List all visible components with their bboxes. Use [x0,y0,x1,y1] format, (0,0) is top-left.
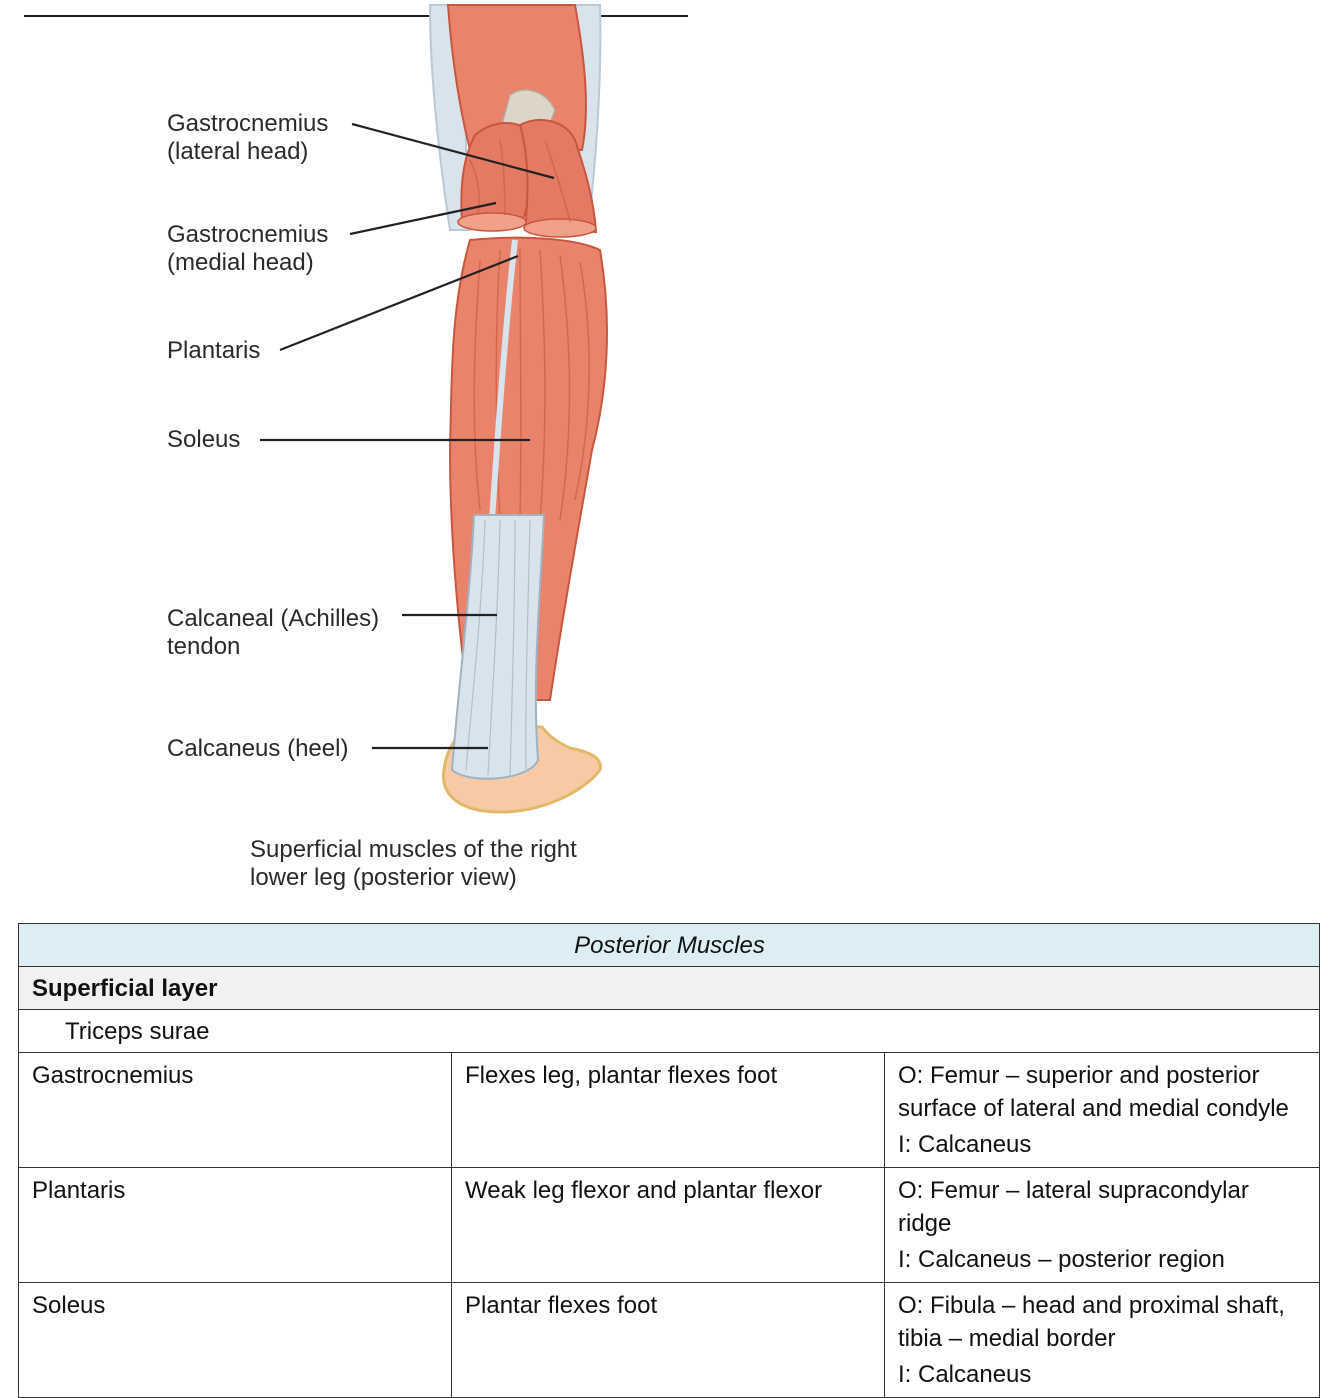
table-layer-row: Superficial layer [17,966,1321,1010]
tendon-fibers [465,519,531,777]
insertion-text: I: Calcaneus – posterior region [898,1246,1225,1273]
gastrocnemius-medial-head [518,119,598,234]
posterior-muscles-table: Posterior Muscles Superficial layer Tric… [17,923,1321,1398]
label-plantaris: Plantaris [167,337,261,364]
muscle-attachments: O: Femur – superior and posterior surfac… [883,1052,1321,1168]
muscle-name: Plantaris [18,1167,452,1283]
muscle-action: Plantar flexes foot [451,1282,885,1398]
muscle-attachments: O: Fibula – head and proximal shaft, tib… [883,1282,1321,1398]
label-gastrocnemius-medial: Gastrocnemius (medial head) [167,221,329,276]
muscle-action: Weak leg flexor and plantar flexor [451,1167,885,1283]
cut-surface-left [457,212,527,232]
label-calcaneal-tendon: Calcaneal (Achilles) tendon [167,605,380,660]
table-title-row: Posterior Muscles [17,923,1321,967]
achilles-tendon [450,514,546,780]
figure-caption: Superficial muscles of the right lower l… [250,836,577,891]
muscle-action: Flexes leg, plantar flexes foot [451,1052,885,1168]
origin-text: O: Fibula – head and proximal shaft, tib… [898,1292,1285,1352]
origin-text: O: Femur – lateral supracondylar ridge [898,1177,1249,1237]
muscle-name: Gastrocnemius [18,1052,452,1168]
leader-lines [260,122,555,750]
table-group-row: Triceps surae [17,1009,1321,1053]
label-calcaneus: Calcaneus (heel) [167,735,349,762]
top-divider [24,15,688,17]
table-row: Plantaris Weak leg flexor and plantar fl… [18,1167,1321,1283]
muscle-fibers [469,139,590,521]
group-heading: Triceps surae [17,1009,1321,1053]
label-soleus: Soleus [167,426,241,453]
insertion-text: I: Calcaneus [898,1361,1032,1388]
layer-heading: Superficial layer [17,966,1321,1010]
insertion-text: I: Calcaneus [898,1131,1032,1158]
muscle-name: Soleus [18,1282,452,1398]
table-title: Posterior Muscles [17,923,1321,967]
muscle-attachments: O: Femur – lateral supracondylar ridge I… [883,1167,1321,1283]
posterior-leg-illustration [260,4,608,814]
table-row: Soleus Plantar flexes foot O: Fibula – h… [18,1282,1321,1398]
origin-text: O: Femur – superior and posterior surfac… [898,1062,1289,1122]
cut-surface-right [523,218,597,238]
label-gastrocnemius-lateral: Gastrocnemius (lateral head) [167,110,329,165]
table-row: Gastrocnemius Flexes leg, plantar flexes… [18,1052,1321,1168]
